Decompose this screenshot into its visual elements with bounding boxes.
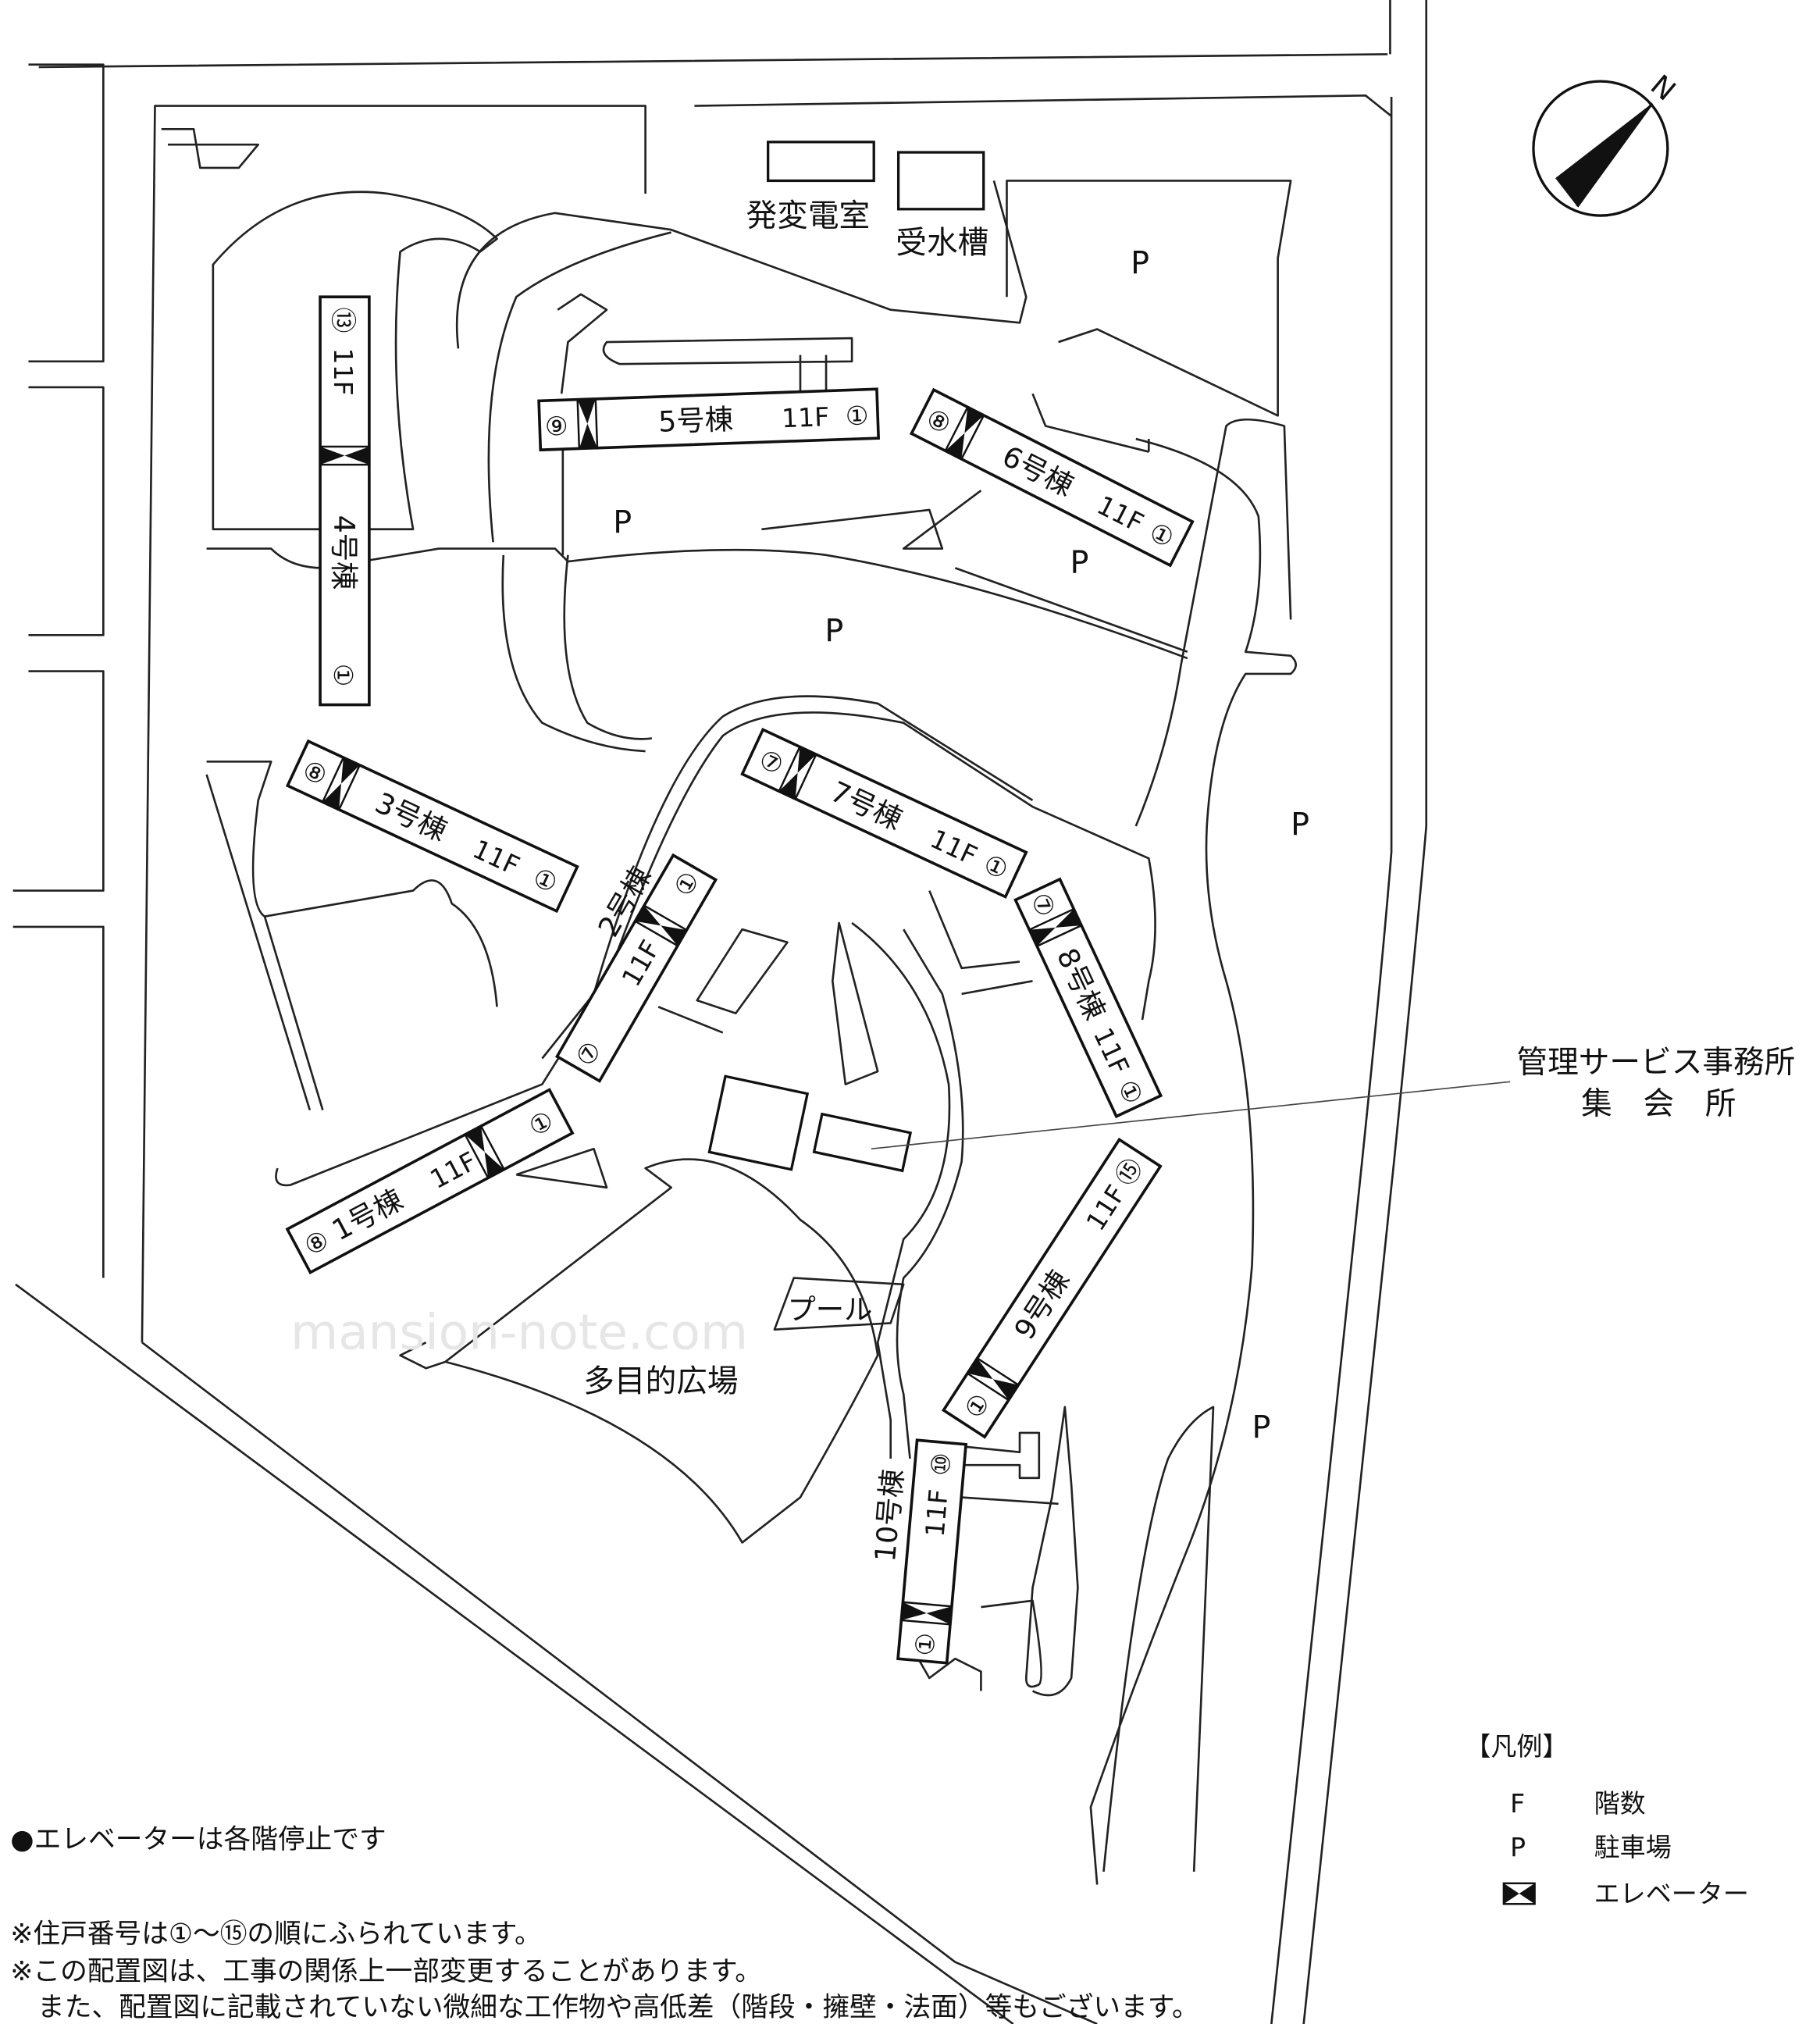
building-outline [537,387,881,452]
building-last-unit: ⑩ [924,1452,956,1477]
elevator-icon [633,903,689,947]
building-first-unit: ① [909,1631,941,1657]
note-line: ※この配置図は、工事の関係上一部変更することがあります。 [10,1956,762,1987]
building-floors: 11F [920,1488,954,1538]
elevator-icon [1502,1882,1536,1905]
legend-label: エレベーター [1594,1879,1749,1909]
building-10: ① 11F ⑩ 10号棟 [868,1438,968,1665]
building-outline [740,727,1028,899]
meeting-hall-building [707,1074,810,1171]
elevator-icon [463,1124,506,1180]
management-office-building [812,1112,913,1173]
legend-label: 駐車場 [1594,1832,1672,1862]
parking-label: P [1131,245,1149,281]
meeting-hall-label: 集 会 所 [1581,1086,1736,1122]
building-name: 4号棟 [327,515,361,590]
watermark: mansion-note.com [290,1303,748,1360]
elevator-icon [321,756,362,811]
legend-symbol: F [1510,1788,1525,1819]
elevator-icon [966,1356,1020,1402]
elevator-icon [1028,907,1083,948]
parking-label: P [1252,1410,1271,1446]
parking-label: P [613,505,632,541]
building-floors: 11F [781,401,829,433]
building-last-unit: ⑨ [544,411,568,442]
note-line: また、配置図に記載されていない微細な工作物や高低差（階段・擁壁・法面）等もござい… [10,1992,1198,2023]
building-outline [909,387,1195,568]
north-arrow-icon [1555,103,1653,207]
parking-labels: P P P P P P [613,245,1309,1445]
legend-label: 階数 [1594,1788,1646,1819]
parking-label: P [1070,545,1088,581]
notes: ●エレベーターは各階停止です ※住戸番号は①～⑮の順にふられています。 ※この配… [10,1824,1198,2023]
plaza-label: 多目的広場 [583,1363,738,1399]
building-outline [554,853,718,1083]
building-first-unit: ① [328,664,358,687]
parking-label: P [825,614,843,650]
building-outline [941,1137,1163,1439]
building-outline [285,739,579,914]
elevator-icon [778,745,817,800]
elevator-note: ●エレベーターは各階停止です [10,1824,386,1855]
building-name: 5号棟 [657,402,733,438]
building-outline [319,295,371,707]
building-first-unit: ① [845,400,869,431]
management-office-label: 管理サービス事務所 [1516,1045,1795,1081]
building-name: 10号棟 [868,1468,910,1563]
water-tank-label: 受水槽 [896,225,988,261]
parking-label: P [1291,807,1309,843]
building-2: ⑨ 5号棟 11F ① [537,387,881,452]
building-last-unit: ⑬ [328,307,358,333]
note-line: ※住戸番号は①～⑮の順にふられています。 [10,1919,541,1950]
elevator-icon [944,405,985,461]
substation-label: 発変電室 [746,198,871,233]
legend-symbol: P [1510,1832,1526,1862]
building-1: ⑬ 11F 4号棟 ① [319,295,371,707]
elevator-icon [576,397,599,450]
compass: N [1532,68,1682,217]
elevator-icon [319,445,371,466]
building-outline [285,1088,575,1274]
legend: 【凡例】 F 階数 P 駐車場 エレベーター [1465,1731,1749,1908]
building-floors: 11F [328,348,358,396]
elevator-icon [900,1601,953,1626]
pool-label: プール [787,1292,872,1326]
legend-title: 【凡例】 [1465,1731,1568,1762]
road-lines [12,0,1428,2024]
